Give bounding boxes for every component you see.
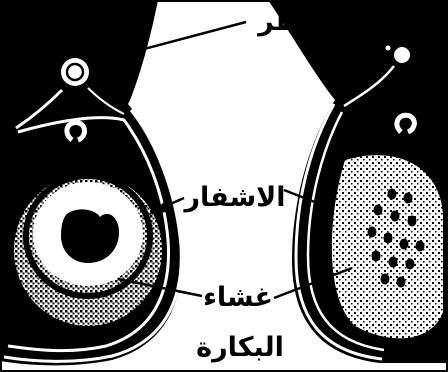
right-vestibule-speckled-area xyxy=(332,155,443,338)
label-hymen-line2: البكارة xyxy=(186,334,294,361)
right-clitoris-fleck xyxy=(386,46,391,51)
label-hymen-line1: غشاء xyxy=(196,284,280,311)
left-clitoris xyxy=(61,58,89,86)
hymen-perforation-dot xyxy=(406,259,415,270)
label-clitoris: البظر xyxy=(245,8,345,35)
hymen-perforation-dot xyxy=(381,274,390,285)
hymen-perforation-dot xyxy=(384,233,393,244)
hymen-perforation-dot xyxy=(400,239,409,250)
hymen-perforation-dot xyxy=(389,257,398,268)
hymen-perforation-dot xyxy=(388,189,397,200)
hymen-perforation-dot xyxy=(372,251,381,262)
hymen-perforation-dot xyxy=(408,216,417,227)
label-labia: الاشفار xyxy=(180,184,290,211)
right-figure xyxy=(268,0,448,363)
hymen-perforation-dot xyxy=(416,241,425,252)
hymen-perforation-dot xyxy=(368,227,377,238)
hymen-perforation-dot xyxy=(397,277,406,288)
right-clitoris xyxy=(394,47,410,63)
left-figure xyxy=(0,0,182,365)
hymen-perforation-dot xyxy=(374,205,383,216)
hymen-perforation-dot xyxy=(391,211,400,222)
hymen-perforation-dot xyxy=(404,193,413,204)
